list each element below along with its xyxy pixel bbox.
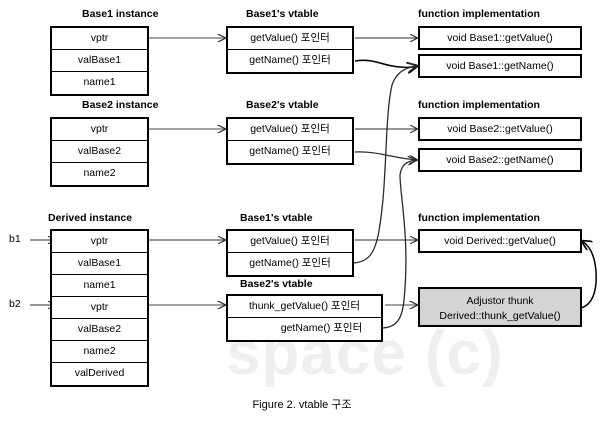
base2-vtable-box-2: thunk_getValue() 포인터 getName() 포인터	[226, 294, 383, 342]
figure-caption: Figure 2. vtable 구조	[252, 399, 352, 411]
base2-instance-box: vptr valBase2 name2	[50, 117, 149, 187]
derived-instance-row-vptr-b2: vptr	[52, 297, 147, 319]
func-base2-getvalue: void Base2::getValue()	[418, 117, 582, 141]
derived-instance-row-valderived: valDerived	[74, 367, 125, 379]
base1-instance-row-valbase1: valBase1	[52, 50, 147, 72]
derived-instance-row-valbase2: valBase2	[52, 319, 147, 341]
header-func-impl-1: function implementation	[418, 8, 540, 20]
base2-instance-row-name2: name2	[83, 167, 116, 179]
wire-dv-b2vt-getname-to-base2-getname	[382, 160, 416, 329]
base1-vtable-1-row-getvalue: getValue() 포인터	[228, 28, 352, 50]
wire-thunk-to-derived-getvalue	[581, 241, 597, 309]
func-base1-getvalue: void Base1::getValue()	[418, 26, 582, 50]
header-func-impl-3: function implementation	[418, 212, 540, 224]
func-base1-getname: void Base1::getName()	[418, 54, 582, 78]
base1-instance-row-name1: name1	[83, 76, 116, 88]
base2-vtable-2-row-thunk-getvalue: thunk_getValue() 포인터	[228, 296, 381, 318]
base1-vtable-box-2: getValue() 포인터 getName() 포인터	[226, 229, 354, 277]
derived-instance-row-name2: name2	[52, 341, 147, 363]
header-base2-vtable-2: Base2's vtable	[240, 278, 313, 290]
func-base2-getname: void Base2::getName()	[418, 148, 582, 172]
adjustor-thunk-box: Adjustor thunk Derived::thunk_getValue()	[418, 287, 582, 327]
base2-instance-row-valbase2: valBase2	[52, 141, 147, 163]
base2-instance-row-vptr: vptr	[52, 119, 147, 141]
base1-vtable-2-row-getvalue: getValue() 포인터	[228, 231, 352, 253]
func-derived-getvalue: void Derived::getValue()	[418, 229, 582, 253]
header-base1-vtable-2: Base1's vtable	[240, 212, 313, 224]
header-base1-vtable-1: Base1's vtable	[246, 8, 319, 20]
base1-instance-row-vptr: vptr	[52, 28, 147, 50]
header-base2-instance: Base2 instance	[82, 99, 159, 111]
header-base1-instance: Base1 instance	[82, 8, 159, 20]
adjustor-thunk-line-2: Derived::thunk_getValue()	[439, 310, 561, 322]
derived-instance-row-vptr-b1: vptr	[52, 231, 147, 253]
base1-vtable-1-row-getname: getName() 포인터	[249, 54, 331, 66]
adjustor-thunk-line-1: Adjustor thunk	[466, 295, 534, 307]
header-func-impl-2: function implementation	[418, 99, 540, 111]
pointer-label-b1: b1	[9, 233, 21, 245]
header-base2-vtable-1: Base2's vtable	[246, 99, 319, 111]
wire-dv-b1vt-getname-to-base1-getname	[352, 66, 416, 264]
derived-instance-row-name1: name1	[52, 275, 147, 297]
header-derived-instance: Derived instance	[48, 212, 133, 224]
base2-vtable-1-row-getvalue: getValue() 포인터	[228, 119, 352, 141]
pointer-label-b2: b2	[9, 298, 21, 310]
wire-b2vt-getname	[354, 151, 417, 160]
base1-vtable-2-row-getname: getName() 포인터	[249, 257, 331, 269]
base1-vtable-box-1: getValue() 포인터 getName() 포인터	[226, 26, 354, 74]
derived-instance-row-valbase1: valBase1	[52, 253, 147, 275]
derived-instance-box: vptr valBase1 name1 vptr valBase2 name2 …	[50, 229, 149, 387]
base1-instance-box: vptr valBase1 name1	[50, 26, 149, 96]
base2-vtable-1-row-getname: getName() 포인터	[249, 145, 331, 157]
base2-vtable-box-1: getValue() 포인터 getName() 포인터	[226, 117, 354, 165]
wire-b1vt-getname	[354, 59, 417, 67]
base2-vtable-2-row-getname: getName() 포인터	[280, 322, 363, 334]
